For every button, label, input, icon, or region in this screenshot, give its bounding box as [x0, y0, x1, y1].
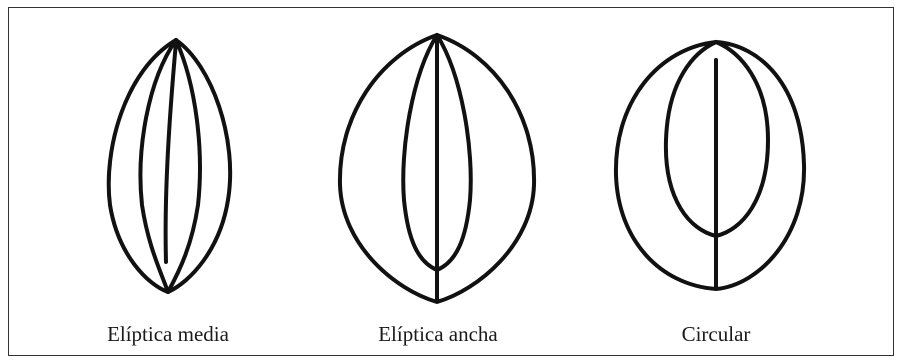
- shape-eliptica-media: [109, 40, 230, 292]
- caption-circular: Circular: [682, 322, 751, 347]
- shape-eliptica-ancha: [340, 35, 534, 302]
- inner-left-arc: [403, 35, 437, 270]
- shape-circular: [616, 42, 804, 289]
- inner-left-arc: [140, 40, 176, 292]
- caption-eliptica-ancha: Elíptica ancha: [378, 322, 498, 347]
- outer-outline: [616, 42, 804, 289]
- inner-right-arc: [437, 35, 471, 270]
- inner-right-arc: [716, 42, 768, 236]
- caption-eliptica-media: Elíptica media: [107, 322, 229, 347]
- outer-outline: [109, 40, 230, 292]
- midrib: [166, 42, 176, 262]
- inner-left-arc: [666, 42, 716, 236]
